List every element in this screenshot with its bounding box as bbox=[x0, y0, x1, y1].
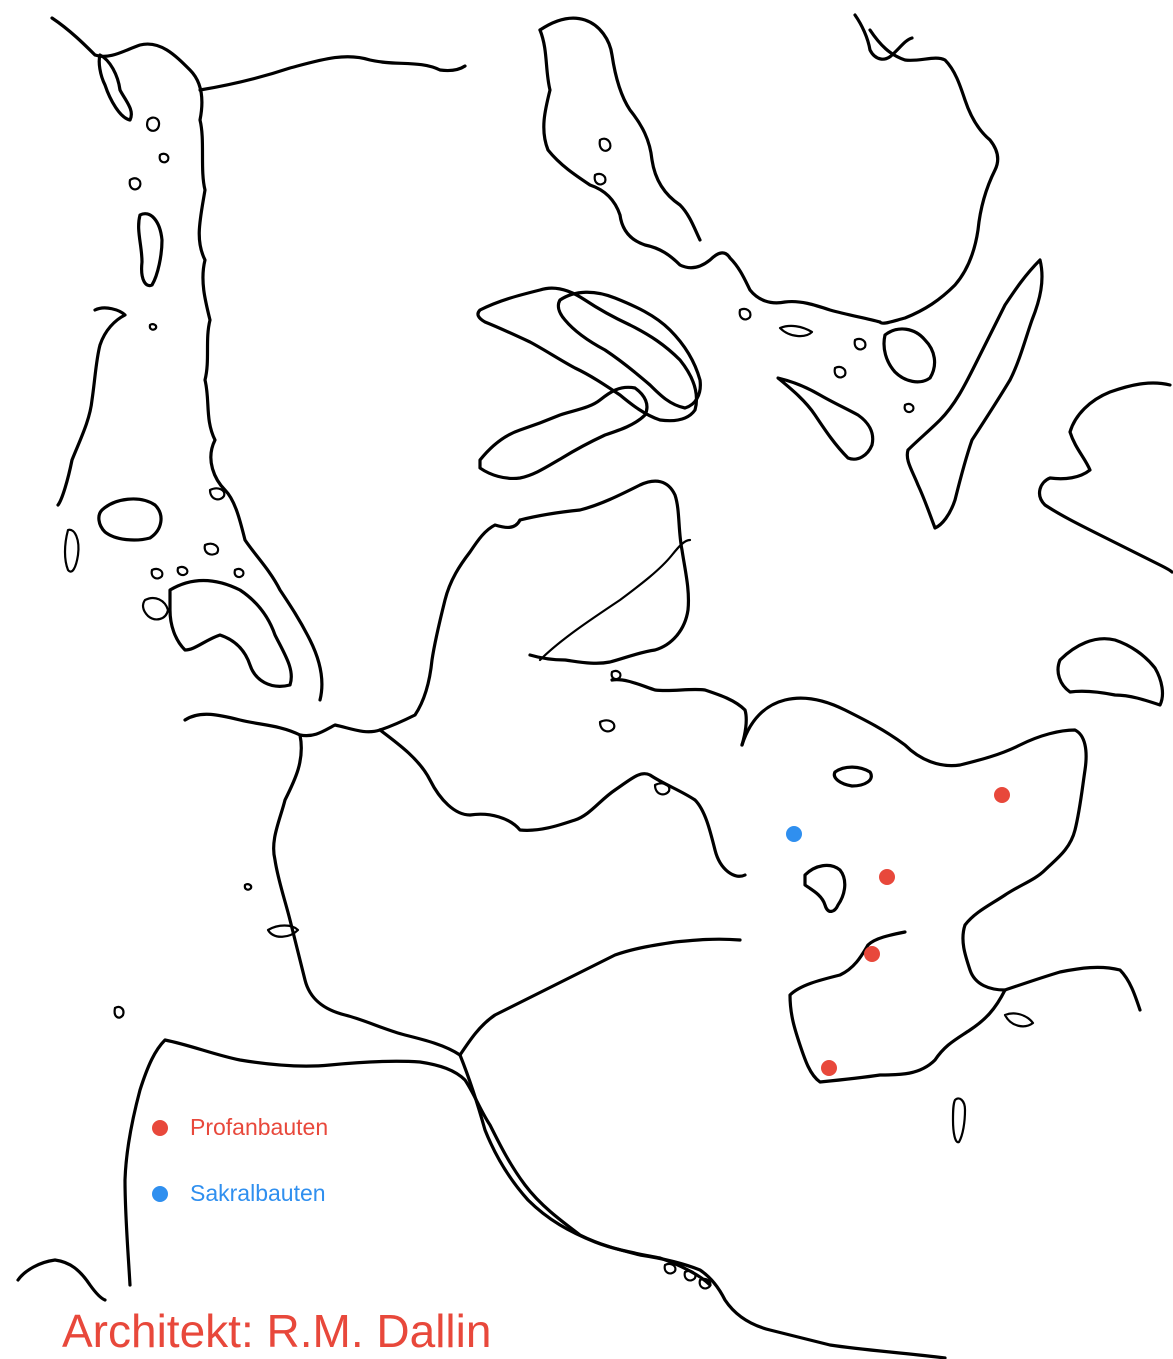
island-5 bbox=[168, 578, 293, 688]
legend-dot-sakral bbox=[152, 1185, 168, 1202]
profan-site-4 bbox=[821, 1060, 837, 1076]
islet-5 bbox=[208, 487, 226, 501]
islet-8 bbox=[176, 565, 189, 577]
coast-central-3 bbox=[272, 733, 462, 1057]
island-zealand-north bbox=[556, 290, 702, 410]
coast-northeast-tip bbox=[853, 13, 914, 61]
island-mid-east bbox=[776, 376, 875, 461]
island-lolland bbox=[478, 385, 649, 481]
coast-northeast bbox=[868, 28, 1000, 325]
islet-9 bbox=[233, 567, 245, 579]
islet-3 bbox=[158, 152, 170, 164]
islet-28 bbox=[698, 1277, 712, 1290]
coast-southern-mainland bbox=[123, 1038, 947, 1359]
island-7 bbox=[63, 528, 80, 573]
legend-label-sakral: Sakralbauten bbox=[190, 1180, 326, 1206]
legend-item-profan: Profanbauten bbox=[152, 1114, 328, 1141]
coast-lower-band bbox=[458, 937, 742, 1057]
coast-east-island-south bbox=[788, 930, 1007, 1084]
islet-10 bbox=[598, 137, 612, 152]
islet-12 bbox=[738, 307, 752, 321]
islet-21 bbox=[266, 924, 300, 938]
islet-7 bbox=[150, 567, 164, 580]
coast-central-1 bbox=[183, 518, 522, 738]
coast-north-center bbox=[538, 28, 882, 324]
profan-site-1 bbox=[994, 787, 1010, 803]
islet-1 bbox=[128, 177, 142, 191]
profan-site-2 bbox=[879, 869, 895, 885]
coast-jutland-west bbox=[50, 16, 324, 702]
coast-far-east bbox=[1037, 381, 1173, 574]
islet-11 bbox=[593, 172, 607, 186]
islet-17 bbox=[598, 719, 616, 733]
island-3 bbox=[56, 306, 127, 507]
architect-credit: Architekt: R.M. Dallin bbox=[62, 1305, 492, 1357]
islet-20 bbox=[832, 765, 873, 788]
coast-east-island bbox=[740, 696, 1088, 992]
site-markers bbox=[786, 787, 1010, 1076]
island-east-small bbox=[882, 327, 937, 384]
island-lake bbox=[803, 863, 847, 913]
legend-item-sakral: Sakralbauten bbox=[152, 1180, 326, 1207]
islet-6 bbox=[203, 542, 220, 556]
coast-sweden-east bbox=[905, 258, 1044, 530]
island-1 bbox=[97, 53, 133, 122]
islet-16 bbox=[903, 402, 915, 414]
profan-site-3 bbox=[864, 946, 880, 962]
islet-23 bbox=[113, 1005, 125, 1019]
coast-southwest bbox=[16, 1258, 107, 1302]
islet-19 bbox=[653, 782, 671, 796]
coastlines bbox=[16, 13, 1173, 1359]
islet-18 bbox=[610, 669, 622, 681]
coast-central-5 bbox=[610, 678, 748, 747]
coast-north-center-2 bbox=[538, 16, 702, 242]
islet-22 bbox=[243, 883, 253, 891]
islet-26 bbox=[663, 1262, 677, 1275]
islet-27 bbox=[683, 1269, 697, 1282]
island-4 bbox=[97, 497, 163, 542]
islet-2 bbox=[146, 116, 161, 132]
coast-southeast bbox=[1003, 965, 1142, 1012]
coast-southern-inner bbox=[458, 1053, 712, 1287]
islet-14 bbox=[833, 365, 847, 379]
island-bornholm-like bbox=[1056, 637, 1165, 707]
sakral-site-1 bbox=[786, 826, 802, 842]
islet-24 bbox=[951, 1097, 967, 1144]
island-6 bbox=[141, 596, 170, 621]
coast-north-upper bbox=[198, 55, 467, 92]
fjord-central bbox=[538, 538, 692, 662]
island-funen bbox=[476, 286, 699, 423]
legend-label-profan: Profanbauten bbox=[190, 1114, 329, 1140]
coast-central-4 bbox=[378, 728, 747, 878]
islet-15 bbox=[853, 337, 867, 351]
island-2 bbox=[137, 212, 164, 288]
islet-25 bbox=[1003, 1012, 1035, 1028]
coast-central-2 bbox=[518, 479, 691, 665]
islet-4 bbox=[148, 323, 158, 331]
legend-dot-profan bbox=[152, 1119, 168, 1136]
islet-13 bbox=[778, 324, 814, 338]
